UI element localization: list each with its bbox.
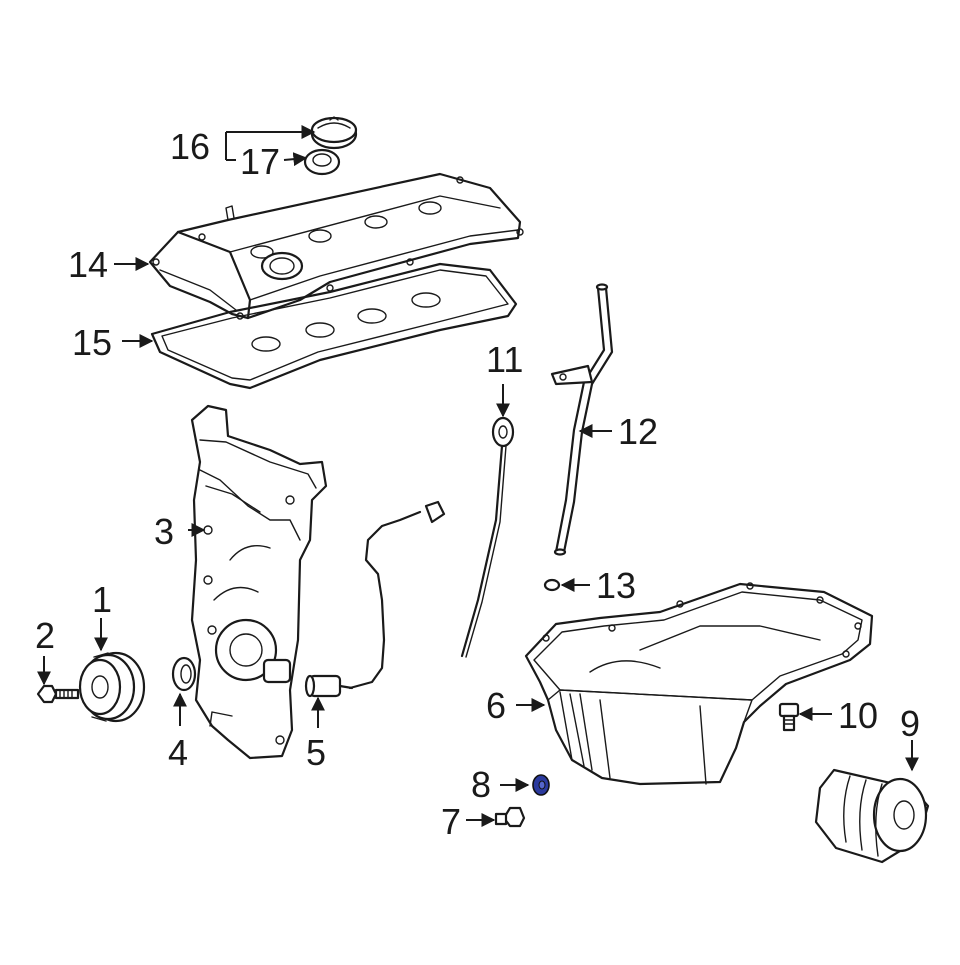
callout-6[interactable]: 6: [486, 685, 506, 726]
callout-3[interactable]: 3: [154, 511, 174, 552]
callout-10[interactable]: 10: [838, 695, 878, 736]
part-pulley-bolt[interactable]: [36, 684, 80, 704]
callout-leaders: [37, 132, 919, 827]
callout-7[interactable]: 7: [441, 801, 461, 842]
part-oil-pan[interactable]: [524, 582, 874, 786]
callout-14[interactable]: 14: [68, 244, 108, 285]
part-drain-plug[interactable]: [494, 806, 526, 828]
callout-9[interactable]: 9: [900, 703, 920, 744]
part-dipstick[interactable]: [460, 416, 515, 658]
callout-8[interactable]: 8: [471, 764, 491, 805]
part-drain-plug-gasket[interactable]: [532, 774, 550, 796]
part-timing-cover[interactable]: [190, 404, 328, 760]
callout-labels: 16 17 14 15 11 12 13 3 1 2 4 5 6 10 9 8 …: [35, 126, 920, 842]
callout-17[interactable]: 17: [240, 141, 280, 182]
part-crank-sensor[interactable]: [304, 500, 446, 698]
part-oil-seal[interactable]: [171, 656, 197, 692]
callout-16[interactable]: 16: [170, 126, 210, 167]
part-oil-filler-cap[interactable]: [310, 116, 358, 150]
callout-11[interactable]: 11: [486, 339, 523, 380]
part-valve-cover[interactable]: [148, 172, 524, 320]
part-filler-cap-gasket[interactable]: [303, 148, 341, 176]
callout-13[interactable]: 13: [596, 565, 636, 606]
callout-5[interactable]: 5: [306, 732, 326, 773]
part-oil-filter[interactable]: [814, 768, 930, 864]
part-valve-cover-gasket[interactable]: [150, 262, 518, 390]
part-dipstick-tube[interactable]: [550, 283, 614, 556]
part-oil-pressure-switch[interactable]: [778, 702, 800, 732]
callout-15[interactable]: 15: [72, 322, 112, 363]
callout-1[interactable]: 1: [92, 579, 112, 620]
callout-4[interactable]: 4: [168, 732, 188, 773]
callout-2[interactable]: 2: [35, 615, 55, 656]
callout-12[interactable]: 12: [618, 411, 658, 452]
part-o-ring[interactable]: [543, 578, 561, 592]
part-crank-pulley[interactable]: [78, 651, 146, 723]
